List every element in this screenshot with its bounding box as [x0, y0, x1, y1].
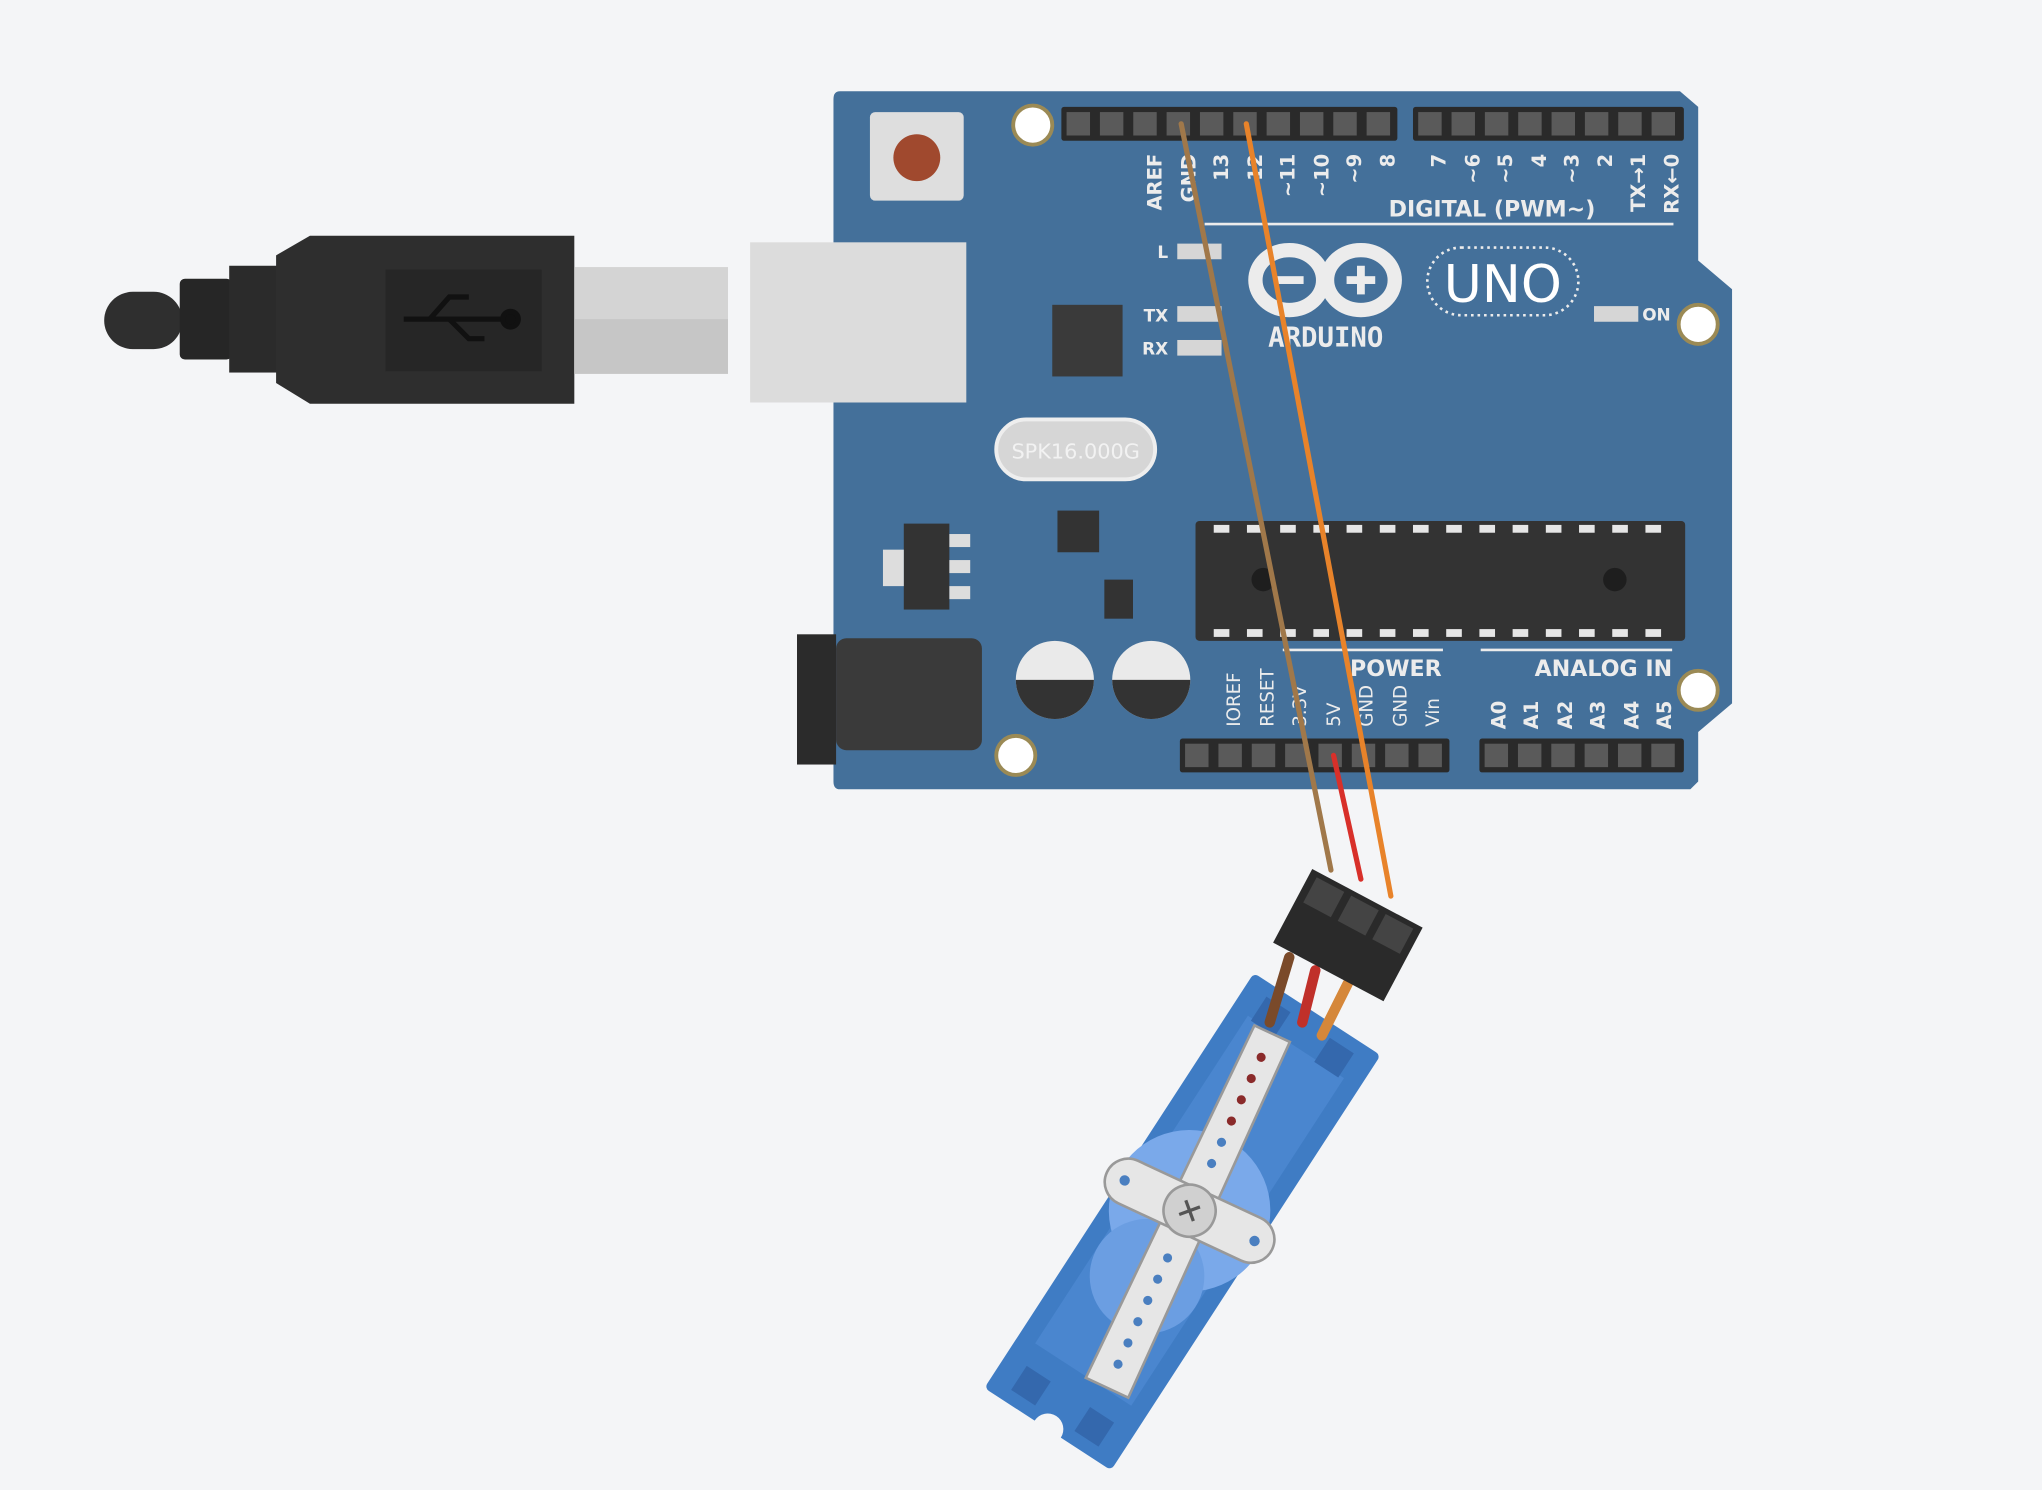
header-pin[interactable] — [1651, 743, 1675, 768]
screw-icon — [1178, 1199, 1201, 1222]
atmega-chip — [1195, 521, 1686, 641]
led-label-l: L — [1157, 242, 1168, 262]
pin-label: A2 — [1554, 701, 1577, 730]
usb-socket — [750, 242, 967, 403]
digital-title: DIGITAL (PWM~) — [1389, 196, 1596, 222]
header-pin[interactable] — [1385, 743, 1409, 768]
header-pin[interactable] — [1299, 112, 1324, 136]
pin-label: AREF — [1144, 154, 1167, 211]
pin-label: GND — [1357, 685, 1378, 727]
capacitors — [1015, 640, 1191, 719]
header-pin[interactable] — [1266, 112, 1291, 136]
pin-label: ~5 — [1494, 154, 1517, 184]
usb-chip — [1052, 304, 1123, 377]
pin-label: TX→1 — [1627, 154, 1650, 212]
header-pin[interactable] — [1484, 743, 1509, 768]
crystal: SPK16.000G — [994, 417, 1158, 482]
header-pin[interactable] — [1551, 112, 1575, 136]
pin-label: A3 — [1586, 701, 1609, 730]
pin-label: 4 — [1528, 154, 1551, 168]
pin-label: Vin — [1423, 698, 1444, 727]
header-pin[interactable] — [1218, 743, 1242, 768]
header-pin[interactable] — [1418, 743, 1442, 768]
header-pin[interactable] — [1166, 112, 1191, 136]
led-label-tx: TX — [1144, 306, 1169, 326]
header-pin[interactable] — [1099, 112, 1124, 136]
mounting-holes — [994, 103, 1720, 777]
header-pin[interactable] — [1366, 112, 1391, 136]
pin-label: 2 — [1594, 154, 1617, 168]
wire-12[interactable] — [1243, 121, 1394, 899]
header-pin[interactable] — [1318, 743, 1342, 768]
led-label-on: ON — [1642, 304, 1671, 324]
pin-label: 13 — [1210, 154, 1233, 181]
header-pin[interactable] — [1551, 743, 1575, 768]
header-pin[interactable] — [1133, 112, 1157, 136]
usb-symbol-icon — [403, 294, 521, 342]
header-pin[interactable] — [1199, 112, 1224, 136]
transistor — [1104, 579, 1133, 619]
servo-horn[interactable] — [1024, 995, 1354, 1426]
servo-motor[interactable] — [941, 950, 1416, 1490]
power-jack — [797, 634, 982, 765]
pin-label: ~3 — [1560, 154, 1583, 184]
header-pin[interactable] — [1285, 743, 1309, 768]
header-pin[interactable] — [1651, 112, 1676, 136]
reset-button[interactable] — [869, 112, 964, 201]
analog-title: ANALOG IN — [1535, 656, 1673, 682]
pin-label: A5 — [1653, 701, 1676, 730]
pin-label: 8 — [1377, 154, 1400, 168]
pin-label: ~9 — [1343, 154, 1366, 184]
header-pin[interactable] — [1517, 743, 1542, 768]
header-pin[interactable] — [1518, 112, 1542, 136]
regulator — [882, 523, 971, 610]
wire-gnd[interactable] — [1178, 121, 1334, 873]
leds: L TX RX ON — [1142, 242, 1671, 358]
digital-header[interactable] — [1061, 106, 1684, 141]
header-pin[interactable] — [1418, 112, 1442, 136]
power-title: POWER — [1350, 656, 1442, 682]
small-chip — [1057, 510, 1100, 553]
header-pin[interactable] — [1066, 112, 1091, 136]
pin-label: ~10 — [1310, 154, 1333, 198]
pin-label: ~6 — [1461, 154, 1484, 184]
pin-label: GND — [1390, 685, 1411, 727]
servo-leads — [1264, 952, 1354, 1041]
header-pin[interactable] — [1484, 112, 1509, 136]
header-pin[interactable] — [1451, 112, 1475, 136]
pin-label: 5V — [1324, 702, 1345, 727]
header-pin[interactable] — [1618, 112, 1642, 136]
pin-label: RESET — [1258, 668, 1279, 727]
model-name: UNO — [1444, 255, 1562, 315]
pin-label: A0 — [1487, 701, 1510, 730]
pin-label: ~11 — [1276, 154, 1299, 198]
wire-5v[interactable] — [1330, 752, 1364, 882]
header-pin[interactable] — [1584, 743, 1609, 768]
pin-label: A4 — [1620, 701, 1643, 730]
arduino-logo: ARDUINO UNO — [1248, 242, 1580, 353]
pin-label: IOREF — [1224, 672, 1245, 726]
usb-cable[interactable] — [104, 235, 728, 404]
led-label-rx: RX — [1142, 338, 1168, 358]
servo-connector[interactable] — [1273, 868, 1423, 1002]
pin-label: 7 — [1428, 154, 1451, 168]
header-pin[interactable] — [1584, 112, 1609, 136]
power-header[interactable] — [1179, 738, 1684, 773]
header-pin[interactable] — [1251, 743, 1276, 768]
pin-label: RX←0 — [1661, 154, 1684, 214]
crystal-label: SPK16.000G — [1011, 439, 1139, 463]
header-pin[interactable] — [1185, 743, 1209, 768]
header-pin[interactable] — [1617, 743, 1642, 768]
header-pin[interactable] — [1333, 112, 1357, 136]
pin-label: A1 — [1520, 701, 1543, 730]
